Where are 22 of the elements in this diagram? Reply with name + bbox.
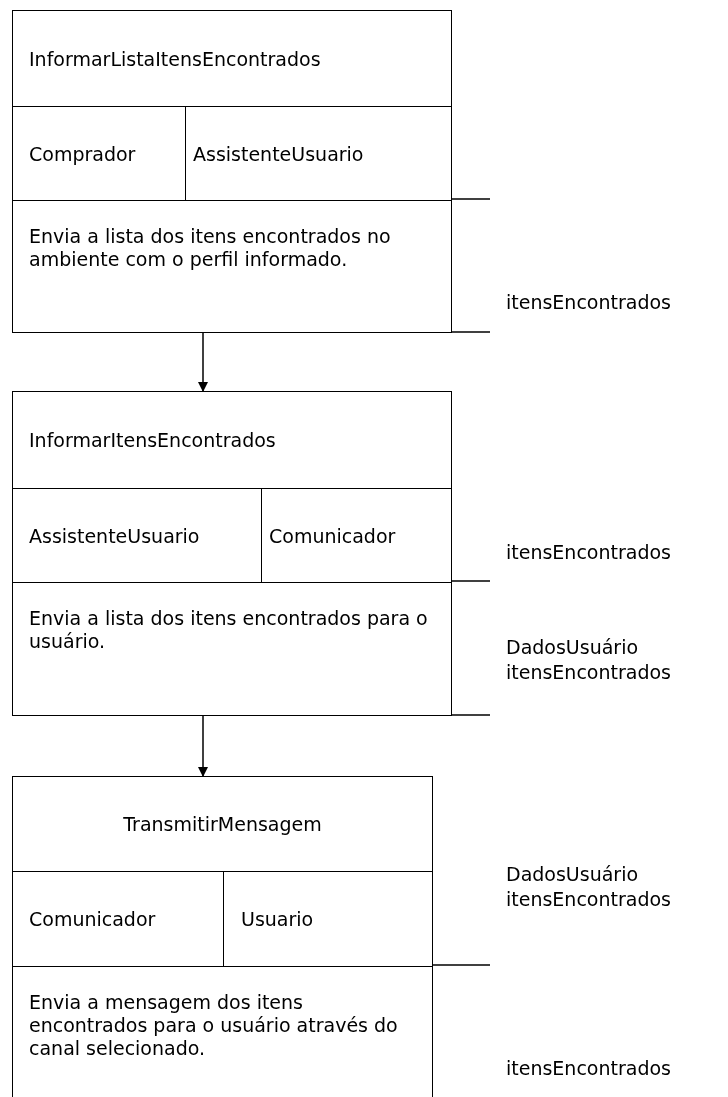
role-label: Comunicador	[29, 908, 156, 930]
crc-card	[12, 10, 452, 333]
side-label: itensEncontrados	[506, 540, 672, 565]
side-label: itensEncontrados	[506, 1056, 672, 1081]
role-label: AssistenteUsuario	[29, 524, 200, 547]
crc-card	[12, 776, 433, 1097]
crc-card	[12, 391, 452, 716]
arrow	[198, 715, 208, 777]
role-label: Usuario	[241, 908, 314, 930]
side-label: DadosUsuário itensEncontrados	[506, 635, 672, 685]
class-name: TransmitirMensagem	[123, 813, 322, 835]
role-label: AssistenteUsuario	[193, 142, 364, 165]
side-label: DadosUsuário itensEncontrados	[506, 862, 672, 912]
role-label: Comunicador	[269, 524, 396, 547]
role-label: Comprador	[29, 142, 136, 165]
description-text: Envia a lista dos itens encontrados no ambiente com o perfil informado.	[29, 225, 392, 271]
class-name: InformarListaItensEncontrados	[29, 47, 321, 70]
description-text: Envia a lista dos itens encontrados para o usuário.	[29, 607, 429, 653]
class-name: InformarItensEncontrados	[29, 429, 276, 451]
side-label: itensEncontrados	[506, 290, 672, 315]
description-text: Envia a mensagem dos itens encontrados para o usuário através do canal selecionado.	[29, 991, 399, 1060]
arrow	[198, 332, 208, 392]
